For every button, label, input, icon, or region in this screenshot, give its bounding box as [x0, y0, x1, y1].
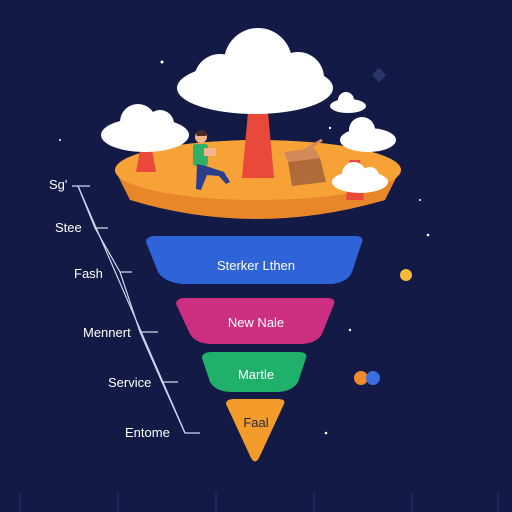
- blue-dot: [366, 371, 380, 385]
- box-icon: [284, 138, 326, 186]
- tier-label-3: Martle: [237, 367, 275, 382]
- side-label-5: Service: [108, 375, 152, 390]
- cloud-icon: [340, 117, 396, 152]
- funnel-tier-1: [146, 236, 363, 284]
- side-label-1: Sg': [49, 177, 68, 192]
- cloud-icon: [332, 162, 388, 193]
- side-label-2: Stee: [55, 220, 82, 235]
- connector-lines: [72, 185, 200, 434]
- side-label-4: Mennert: [83, 325, 131, 340]
- cloud-icon: [177, 28, 333, 114]
- side-label-3: Fash: [74, 266, 103, 281]
- planet-dot: [400, 269, 412, 281]
- funnel-tier-2: [176, 298, 335, 344]
- orange-dot: [354, 371, 368, 385]
- tier-label-1: Sterker Lthen: [216, 258, 296, 273]
- funnel-tier-4: [226, 399, 285, 462]
- diamond-sparkle: [371, 67, 387, 83]
- tier-label-4: Faal: [243, 415, 269, 430]
- funnel-tier-3: [202, 352, 307, 392]
- side-label-6: Entome: [125, 425, 170, 440]
- person-icon: [193, 130, 230, 190]
- background-stars: [59, 60, 430, 435]
- cloud-icon: [330, 92, 366, 113]
- bottom-ticks: [19, 492, 499, 512]
- cloud-icon: [101, 104, 189, 152]
- tier-label-2: New Nale: [227, 315, 285, 330]
